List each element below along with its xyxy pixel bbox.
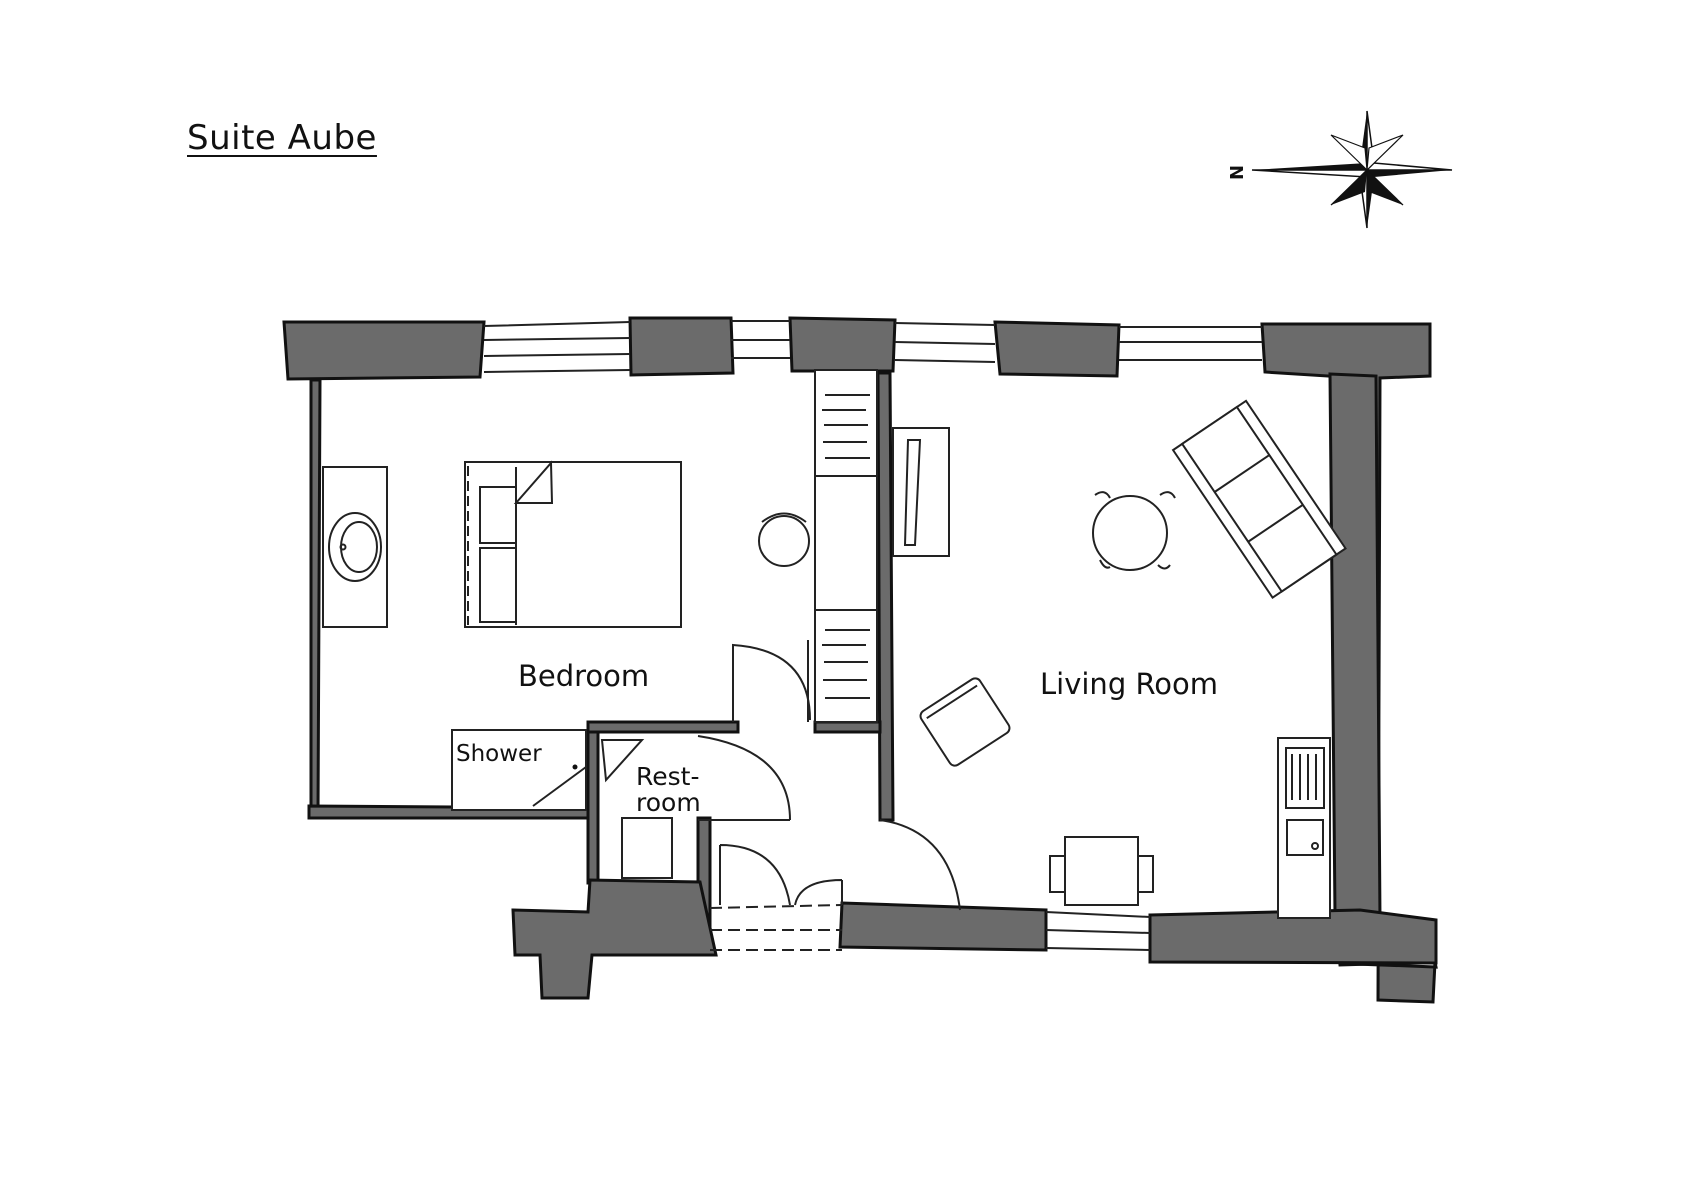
room-label-living-room: Living Room <box>1040 667 1218 701</box>
north-label: N <box>1227 165 1248 180</box>
kitchenette <box>1277 737 1331 919</box>
room-label-restroom-line2: room <box>636 788 701 817</box>
round-table <box>1092 491 1176 571</box>
restroom: Rest- room <box>600 735 791 879</box>
shower: Shower <box>451 729 587 811</box>
wardrobe <box>814 369 878 723</box>
compass-rose-icon: N <box>1227 110 1453 229</box>
room-label-restroom-line1: Rest- <box>636 762 699 791</box>
exterior-wall-bottom <box>511 878 1438 1000</box>
plan-title: Suite Aube <box>187 118 377 158</box>
exterior-wall-right <box>1328 372 1438 967</box>
bedroom-door <box>732 640 811 722</box>
desk-chair <box>758 512 810 567</box>
bathroom-sink <box>322 466 388 628</box>
sofa <box>1171 399 1347 600</box>
room-label-bedroom: Bedroom <box>518 659 649 693</box>
living-room-desk <box>892 427 950 557</box>
entrance-door <box>719 819 961 911</box>
double-bed <box>464 460 682 628</box>
bedroom-walls <box>307 371 895 932</box>
room-label-shower: Shower <box>456 741 542 767</box>
dining-table <box>1049 836 1154 906</box>
armchair <box>919 677 1011 767</box>
windows-top <box>483 320 1262 373</box>
